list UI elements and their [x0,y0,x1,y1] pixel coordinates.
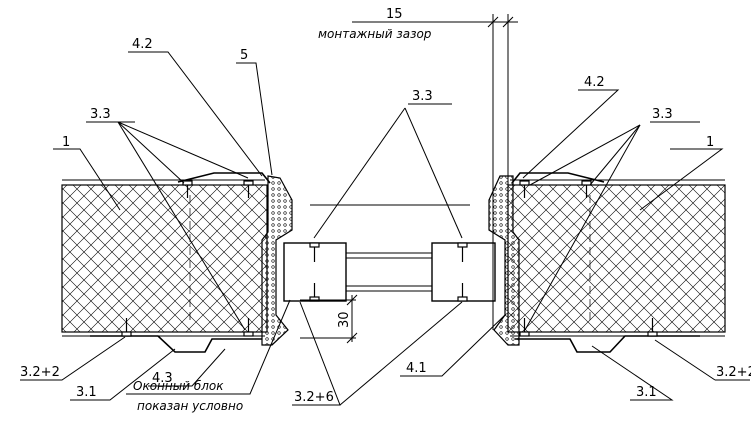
label-3-3-mid: 3.3 [412,89,433,104]
screw-frame-left-top [309,242,320,262]
label-1-left: 1 [62,135,70,150]
window-note-line1: Оконный блок [133,379,224,393]
label-3-2-2-right: 3.2+2 [716,365,751,380]
right-bottom-flashing [515,335,700,353]
screw-left-top-1 [182,180,193,198]
label-3-3-right: 3.3 [652,107,673,122]
screw-right-bottom-2 [647,318,658,337]
height-dimension: 30 [300,294,358,344]
left-panel [61,179,268,337]
height-value: 30 [337,311,352,328]
right-panel [507,179,726,337]
label-4-3: 4.3 [152,371,173,386]
window-frame-right [431,242,496,302]
position-labels: 1 1 3.3 3.3 3.3 4.2 4.2 5 3.2+2 3.2+2 3.… [20,37,751,405]
screw-frame-right-top [457,242,468,262]
window-note-line2: показан условно [137,399,243,413]
screw-left-bottom-2 [243,318,254,337]
window-block [283,204,496,302]
left-top-flashing [177,172,271,184]
screw-left-bottom-1 [121,318,132,337]
screw-right-bottom-1 [519,318,530,337]
screw-right-top-1 [519,180,530,198]
screw-right-top-2 [581,180,592,198]
label-3-1-right: 3.1 [636,385,657,400]
label-3-3-left: 3.3 [90,107,111,122]
right-top-flashing [511,172,605,184]
label-1-right: 1 [706,135,714,150]
gap-dimension: 15 монтажный зазор [318,7,518,330]
gap-value: 15 [386,7,403,22]
label-4-2-right: 4.2 [584,75,605,90]
label-4-2-left: 4.2 [132,37,153,52]
label-3-1-left: 3.1 [76,385,97,400]
label-4-1: 4.1 [406,361,427,376]
gap-caption: монтажный зазор [318,27,432,41]
screw-frame-right-bottom [457,283,468,302]
window-note: Оконный блок показан условно [133,379,243,413]
left-seal-strip [261,175,293,346]
left-bottom-flashing [90,335,262,353]
leader-lines [20,51,750,406]
screw-left-top-2 [243,180,254,198]
label-3-2-6: 3.2+6 [294,390,334,405]
label-3-2-2-left: 3.2+2 [20,365,60,380]
screws [121,180,658,337]
screw-frame-left-bottom [309,283,320,302]
right-seal-strip [488,175,520,346]
label-5: 5 [240,48,248,63]
